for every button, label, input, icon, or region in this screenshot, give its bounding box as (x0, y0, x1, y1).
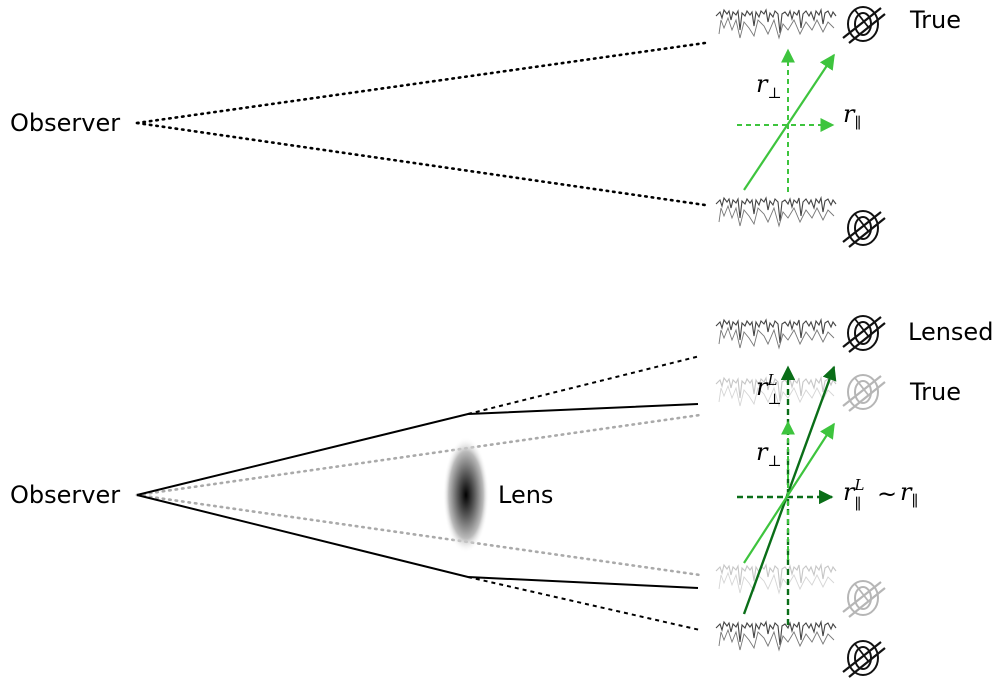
spectrum-icon (715, 621, 837, 651)
approx-symbol: ~ (877, 480, 897, 508)
bottom-true-ray-lower (135, 493, 702, 577)
lensed-separation-vector (742, 365, 837, 615)
bottom-lensed-extension-lower (467, 576, 701, 631)
top-ray-lower (135, 121, 707, 207)
galaxy-icon (841, 639, 887, 679)
bottom-observer-label: Observer (10, 481, 120, 509)
top-panel: Observer True r⊥ r∥ (10, 5, 961, 249)
spectrum-icon (715, 319, 837, 349)
top-r-par-label: r∥ (843, 100, 861, 132)
spectrum-icon (715, 564, 837, 594)
bottom-panel: Observer Lens Lensed True rL⊥ r⊥ rL∥ ~ r… (10, 314, 993, 679)
true-separation-vector (743, 422, 835, 564)
bottom-true-label: True (909, 378, 961, 406)
top-ray-upper (135, 41, 707, 125)
top-r-perp-label: r⊥ (756, 70, 782, 102)
galaxy-icon (841, 5, 887, 45)
top-separation-vector (743, 53, 835, 191)
galaxy-icon (841, 209, 887, 249)
lens-blob (443, 437, 489, 553)
top-observer-label: Observer (10, 109, 120, 137)
top-true-label: True (909, 6, 961, 34)
galaxy-icon (841, 314, 887, 354)
galaxy-icon-faded (841, 373, 887, 413)
galaxy-icon-faded (841, 579, 887, 619)
bottom-lensed-ray-lower (136, 494, 699, 589)
bottom-true-ray-upper (135, 413, 702, 497)
true-r-perp-label: r⊥ (756, 438, 782, 470)
spectrum-icon (715, 197, 837, 227)
bottom-lensed-ray-upper (136, 403, 699, 496)
spectrum-icon (715, 9, 837, 39)
lensed-label: Lensed (908, 318, 993, 346)
rL-perp-label: rL⊥ (756, 371, 782, 408)
rL-par-label: rL∥ (843, 476, 864, 513)
lens-label: Lens (498, 481, 553, 509)
true-r-par-label: r∥ (900, 478, 918, 510)
